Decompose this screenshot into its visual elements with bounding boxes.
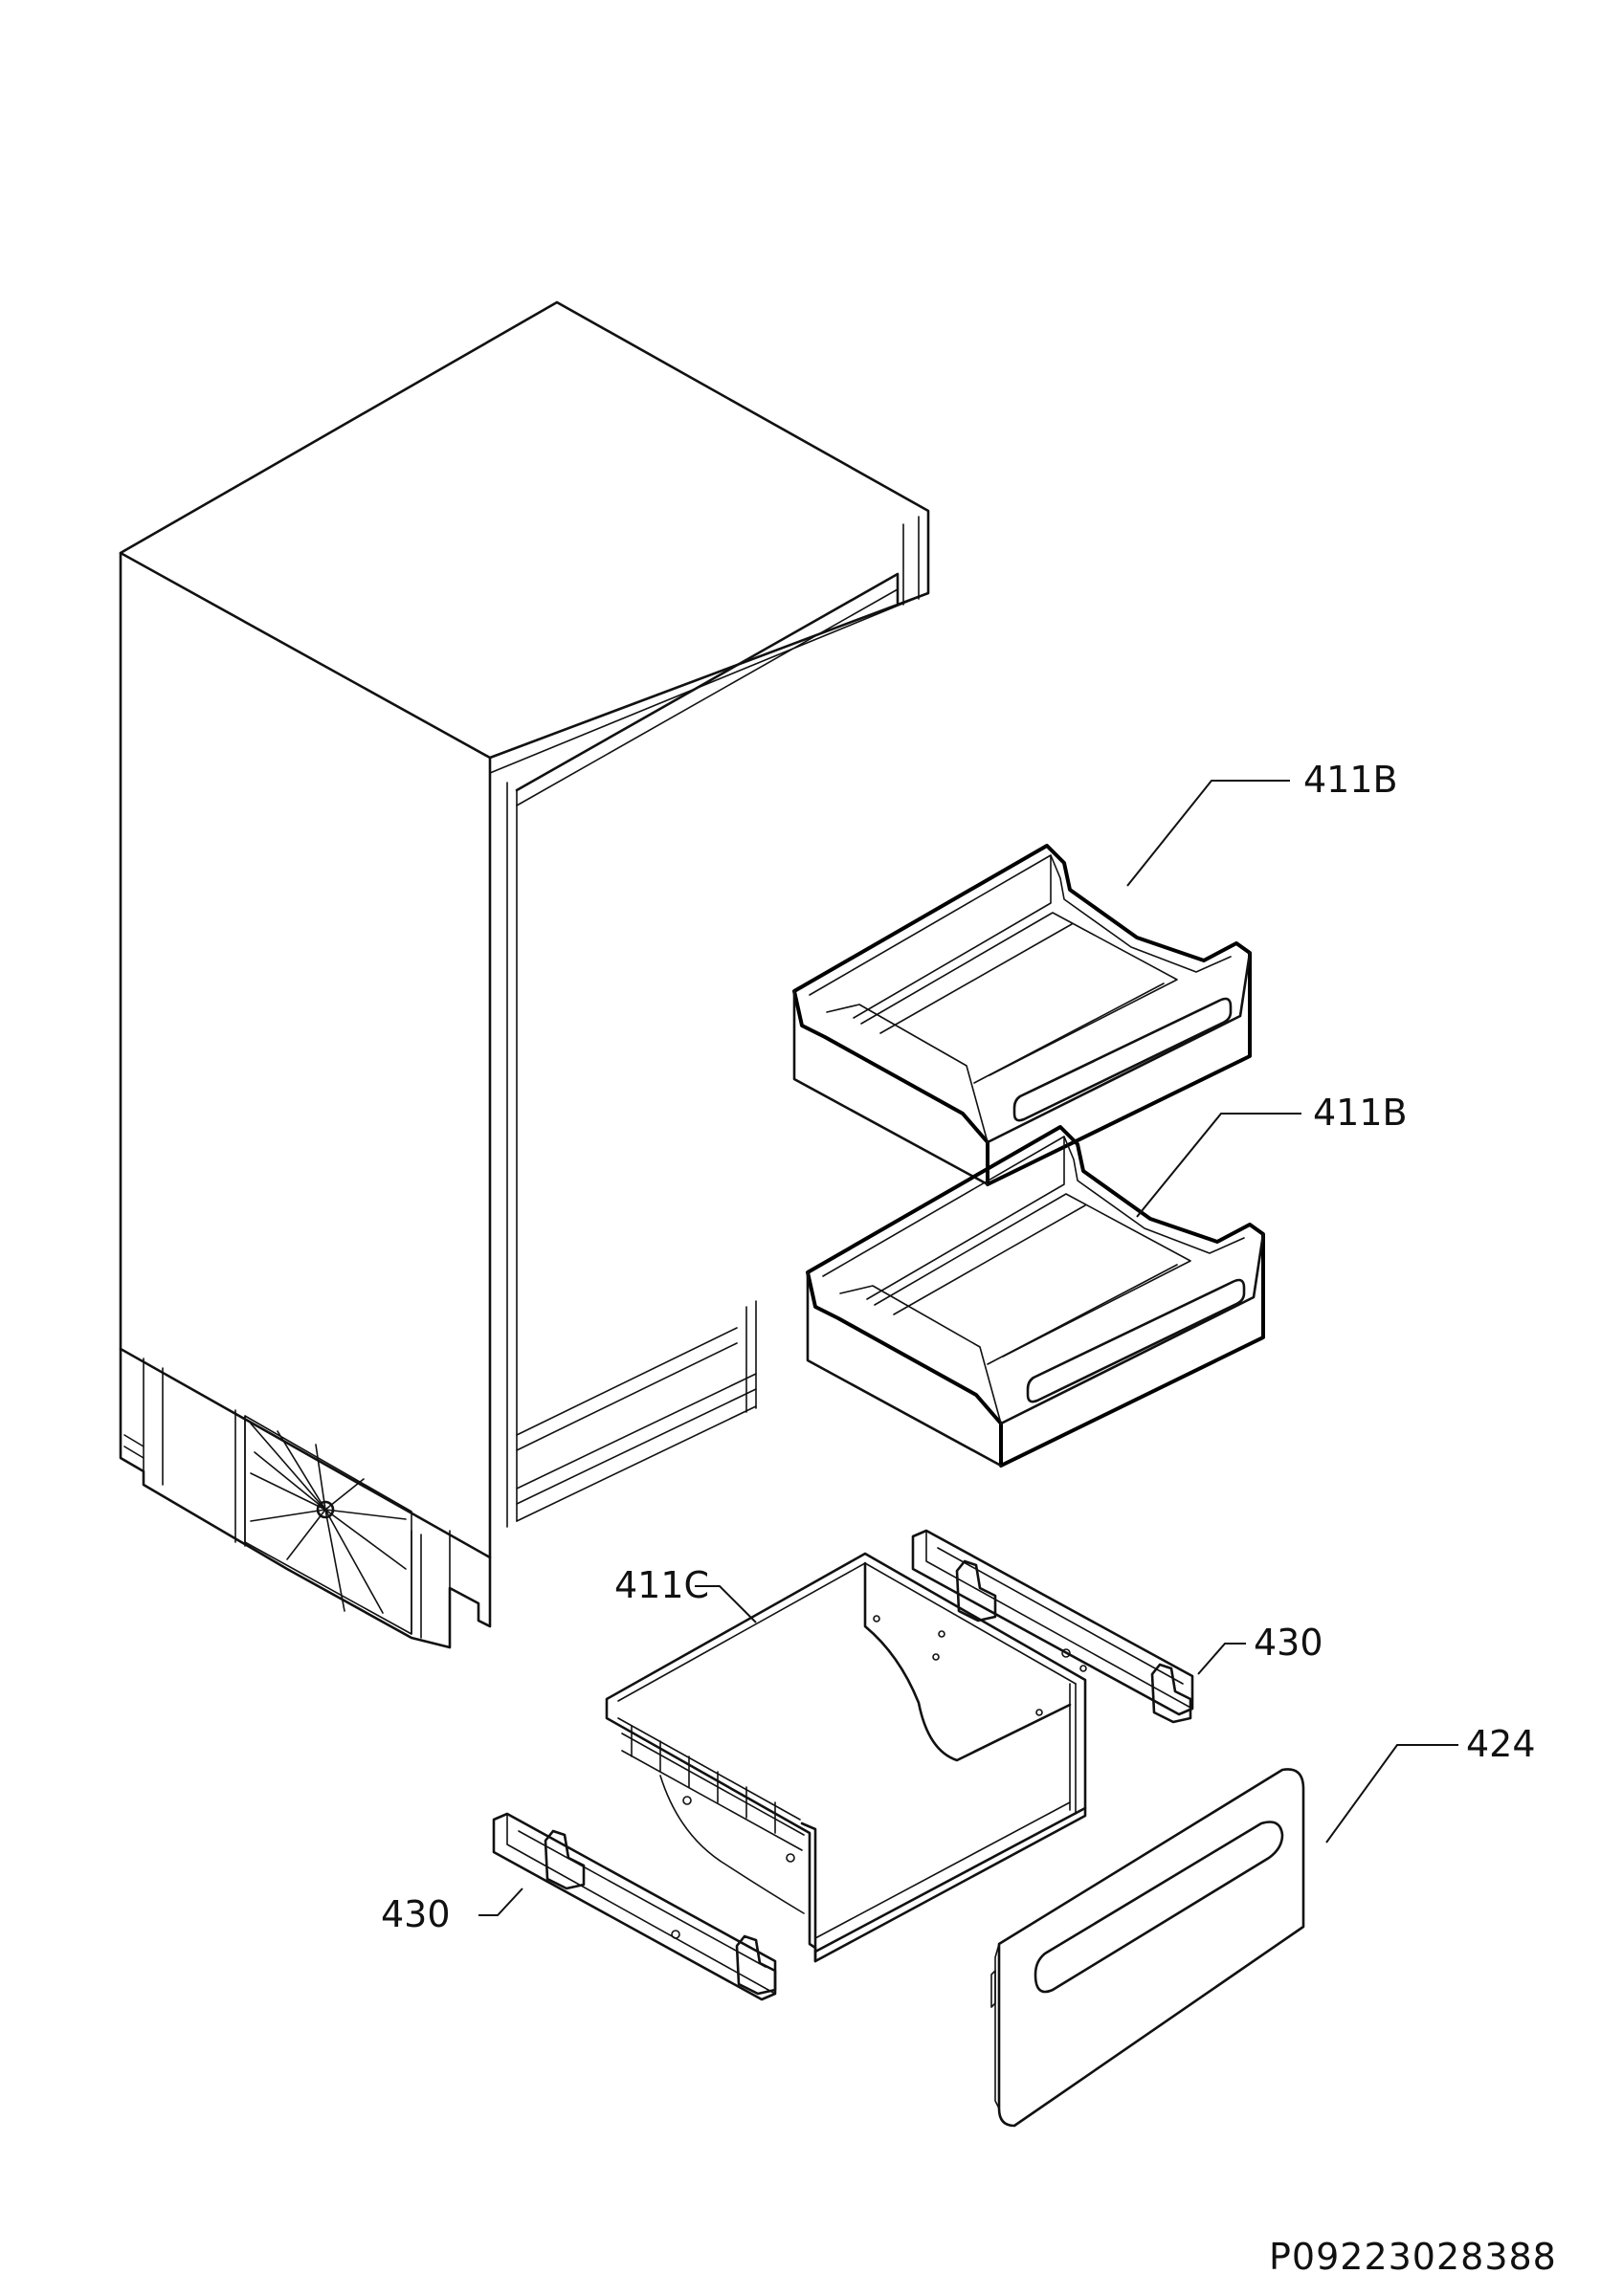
drawer-lower [605,1552,1087,1963]
rail-right [911,1529,1194,1724]
appliance-cabinet [119,300,930,1649]
rail-left [492,1812,777,2001]
callout-rail-right: 430 [1254,1622,1323,1664]
drawer-middle [806,1125,1265,1468]
drawer-upper [792,844,1252,1186]
fan-guard [244,1415,412,1635]
callout-drawer-middle: 411B [1313,1092,1408,1134]
drawing-number: P09223028388 [1269,2236,1557,2278]
callout-drawer-upper: 411B [1303,759,1398,801]
callout-drawer-lower: 411C [614,1564,709,1606]
leader-lines [478,780,1458,1916]
front-panel [990,1768,1305,2128]
callout-front-panel: 424 [1466,1723,1536,1765]
callout-rail-left: 430 [381,1893,451,1935]
